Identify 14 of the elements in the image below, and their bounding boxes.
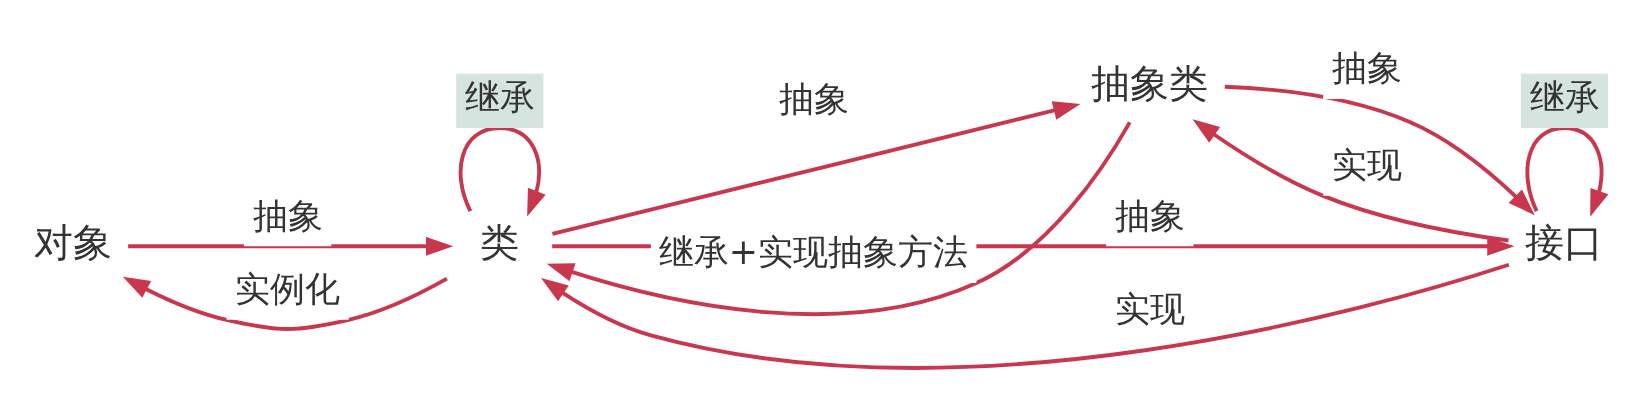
node-text: 接口 bbox=[1525, 219, 1604, 265]
edge-label: 抽象 bbox=[778, 78, 849, 119]
edge-label: 继承+实现抽象方法 bbox=[658, 231, 968, 272]
node-text: 类 bbox=[480, 219, 520, 265]
edge-label: 抽象 bbox=[1114, 195, 1185, 236]
edge-label: 继承 bbox=[464, 76, 535, 117]
edge-label: 抽象 bbox=[1331, 47, 1402, 88]
node-text: 抽象类 bbox=[1091, 60, 1209, 106]
edge-label: 继承 bbox=[1529, 76, 1600, 117]
edge-label: 抽象 bbox=[252, 195, 323, 236]
edge-label: 实例化 bbox=[235, 268, 341, 309]
edge-label: 实现 bbox=[1331, 144, 1402, 185]
node-text: 对象 bbox=[33, 219, 112, 265]
edge-label: 实现 bbox=[1114, 288, 1185, 329]
